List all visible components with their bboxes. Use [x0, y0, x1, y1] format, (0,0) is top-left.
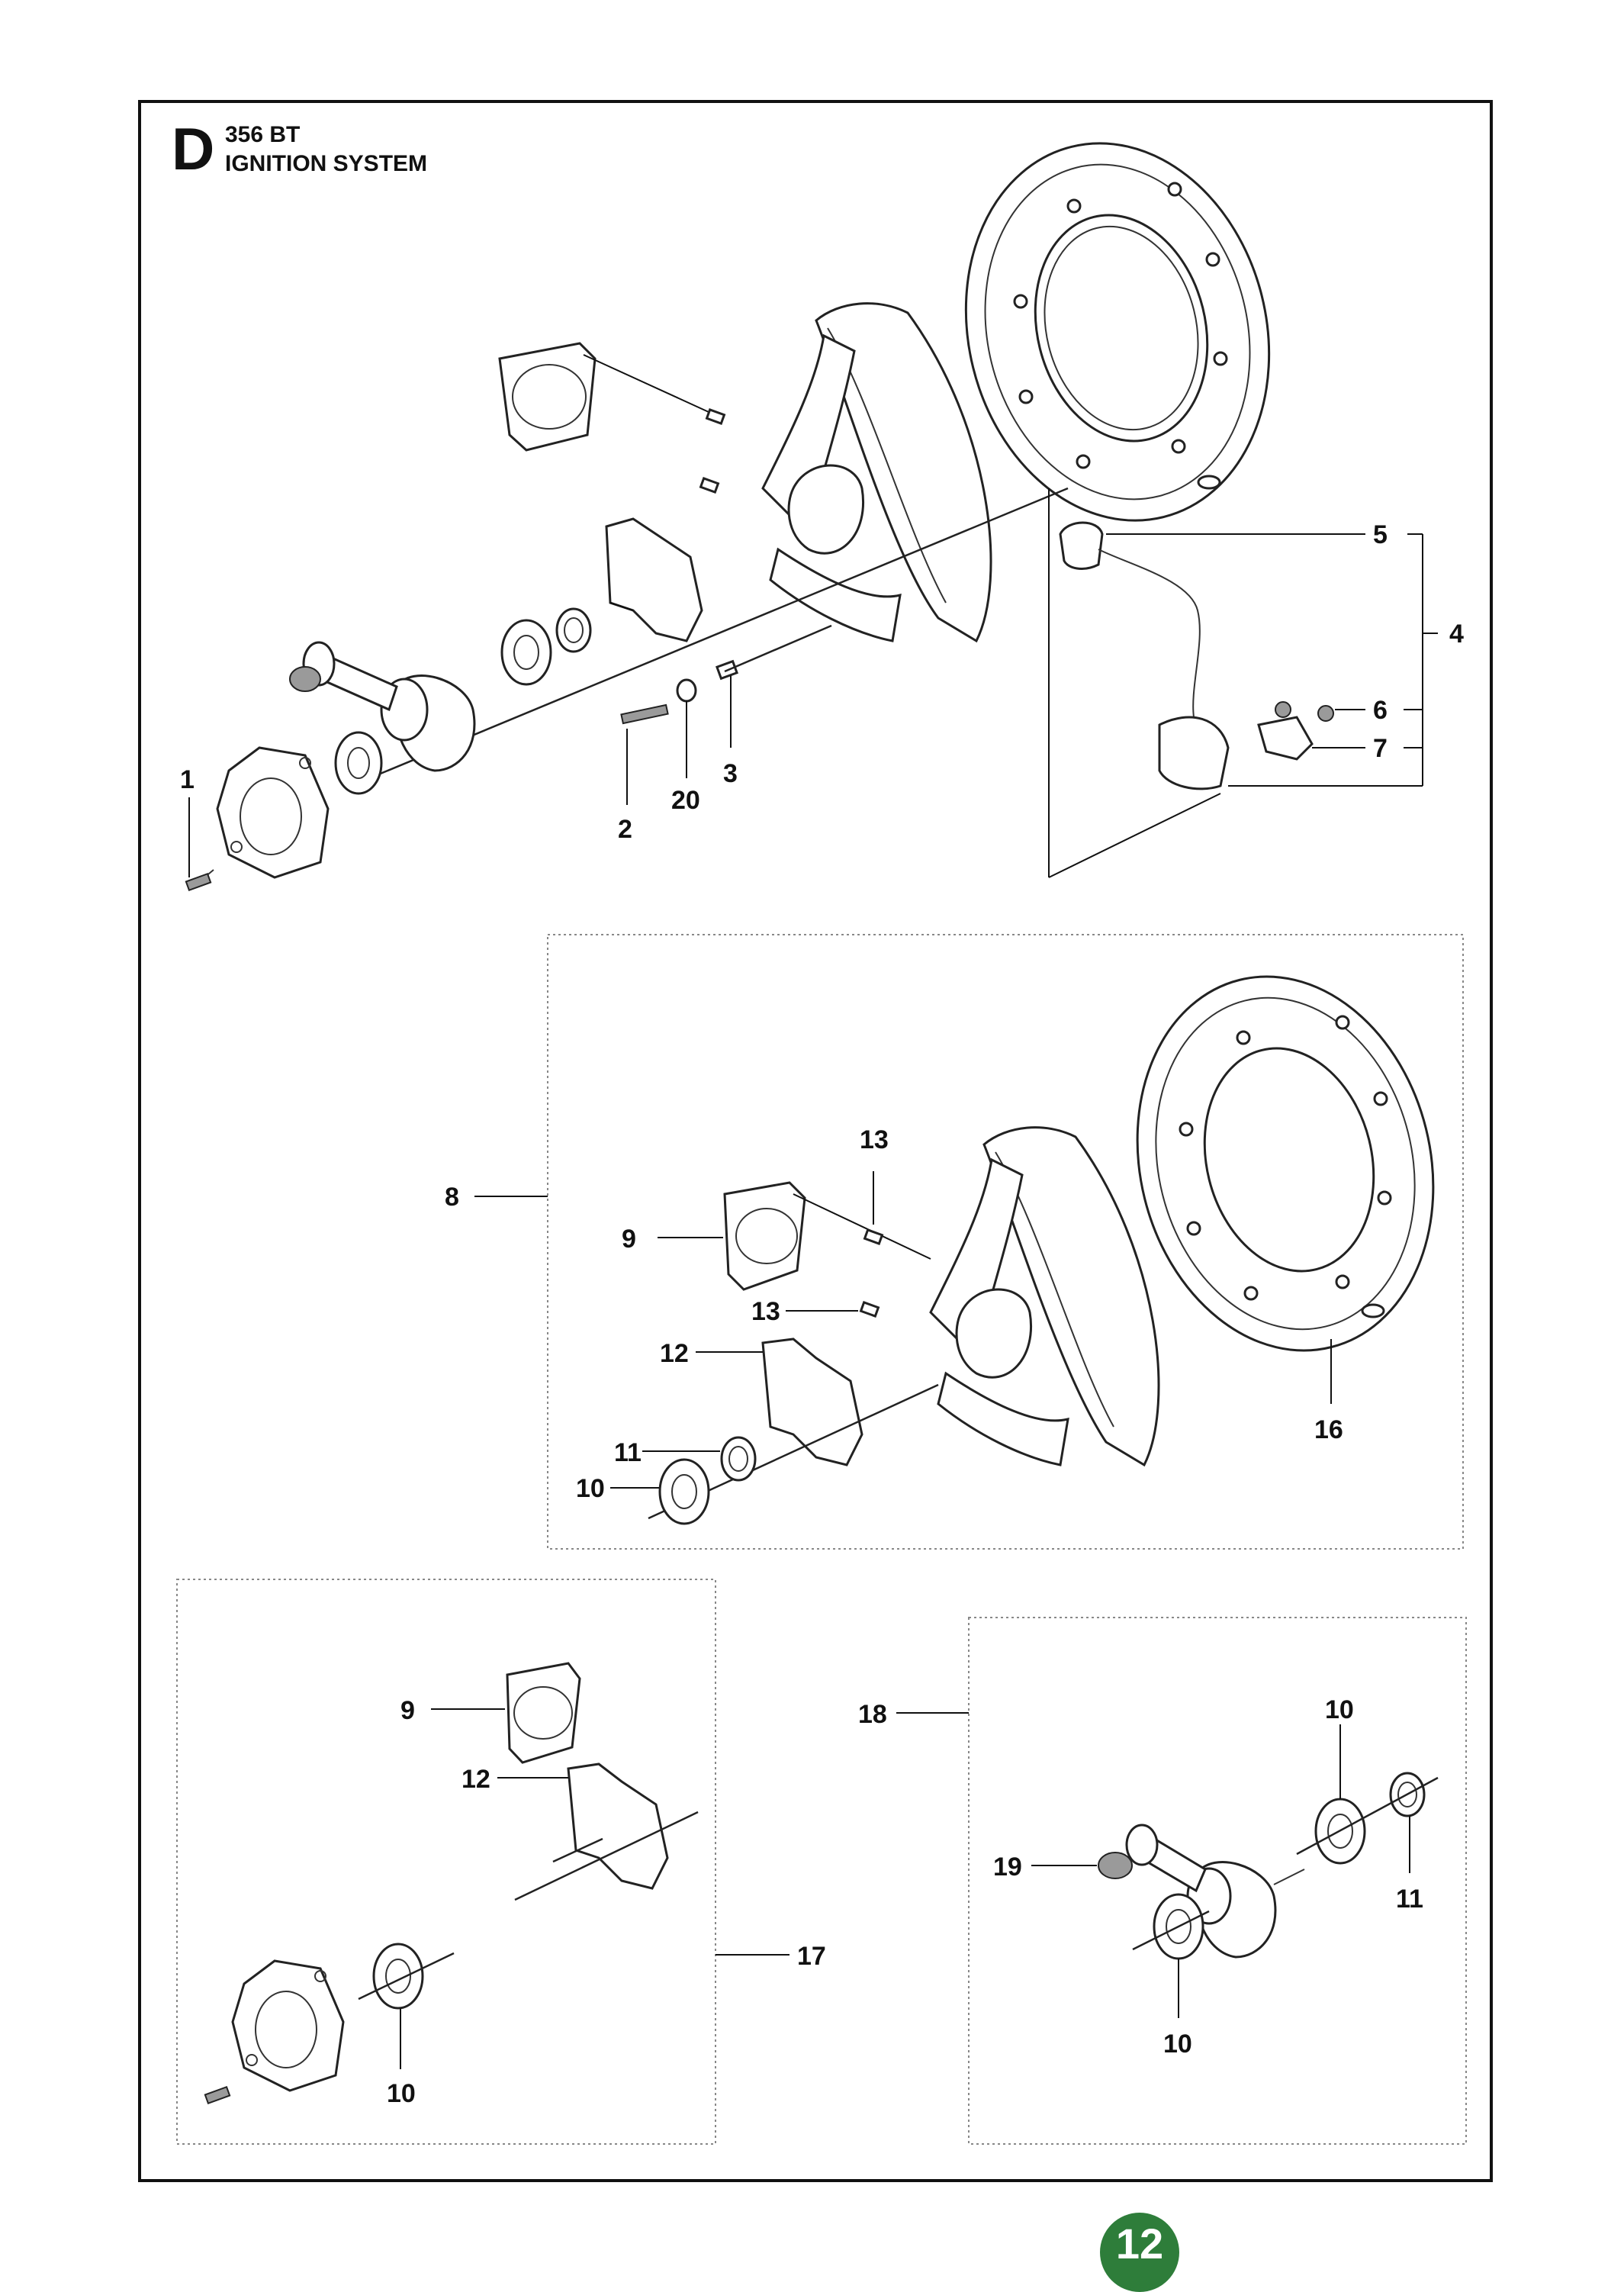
callout-13-lower: 13 [751, 1297, 780, 1326]
callout-16: 16 [1314, 1415, 1343, 1444]
callout-19: 19 [993, 1853, 1022, 1882]
section-title: IGNITION SYSTEM [225, 151, 428, 176]
callout-4: 4 [1449, 620, 1464, 649]
kit-18-group: 18 10 11 19 10 [858, 1617, 1467, 2145]
kit-8-group: 8 16 9 13 [445, 934, 1464, 1550]
callout-10-kit18-top: 10 [1325, 1695, 1354, 1724]
cylinder-gasket-kit [723, 1181, 806, 1291]
crank-bearing-left [334, 731, 383, 795]
callout-10-kit18-bottom: 10 [1163, 2030, 1192, 2059]
callout-9-kit8: 9 [622, 1225, 636, 1254]
section-letter: D [172, 115, 215, 182]
shaft-seal-kit [720, 1436, 757, 1482]
screw-2 [620, 703, 669, 725]
kit-17-group: 17 9 12 10 [176, 1579, 826, 2145]
ignition-module [1048, 488, 1334, 878]
callout-11-kit18: 11 [1396, 1885, 1423, 1914]
ball-bearing-kit [658, 1458, 710, 1525]
callout-1: 1 [180, 765, 195, 794]
needle-bearing [1098, 1852, 1133, 1879]
page-number-badge: 12 [1100, 2213, 1179, 2292]
diagram-frame [138, 100, 1493, 2182]
callout-6: 6 [1373, 696, 1388, 725]
model-name: 356 BT [225, 122, 301, 147]
callout-11-kit8: 11 [614, 1438, 642, 1467]
crankcase-housing [761, 302, 992, 643]
callout-18: 18 [858, 1700, 887, 1729]
crankshaft-kit18 [1125, 1824, 1305, 1959]
crankcase-half [216, 746, 330, 879]
ball-bearing [500, 619, 552, 686]
callout-9-kit17: 9 [400, 1696, 415, 1725]
callout-8: 8 [445, 1183, 459, 1212]
callout-10-kit8: 10 [576, 1474, 605, 1503]
main-assembly: 1 2 20 3 [180, 142, 1464, 892]
ball-bearing-kit17 [372, 1943, 424, 2010]
callout-5: 5 [1373, 520, 1388, 549]
crankcase-half-kit17 [204, 1959, 345, 2105]
page-number: 12 [1115, 2220, 1164, 2268]
cylinder-gasket-kit17 [506, 1662, 581, 1764]
washer-20 [676, 678, 697, 703]
crankshaft [289, 641, 476, 772]
crankcase-gasket [605, 517, 703, 642]
shaft-seal [555, 607, 592, 653]
callout-17: 17 [797, 1942, 826, 1971]
callout-20: 20 [671, 786, 700, 815]
callout-2: 2 [618, 815, 632, 844]
callout-10-kit17: 10 [387, 2079, 416, 2108]
callout-3: 3 [723, 759, 738, 788]
crankcase-housing-kit [929, 1126, 1160, 1467]
crankcase-gasket-kit17 [567, 1762, 669, 1890]
callout-12-kit17: 12 [461, 1765, 490, 1794]
callout-12-kit8: 12 [660, 1339, 689, 1368]
callout-13-top: 13 [860, 1125, 889, 1154]
cylinder-gasket [498, 342, 597, 452]
screw-1 [185, 869, 214, 892]
cover-plate-kit [1136, 975, 1435, 1352]
cover-plate [964, 142, 1271, 522]
callout-7: 7 [1373, 734, 1388, 763]
crankcase-gasket-kit [761, 1338, 863, 1466]
